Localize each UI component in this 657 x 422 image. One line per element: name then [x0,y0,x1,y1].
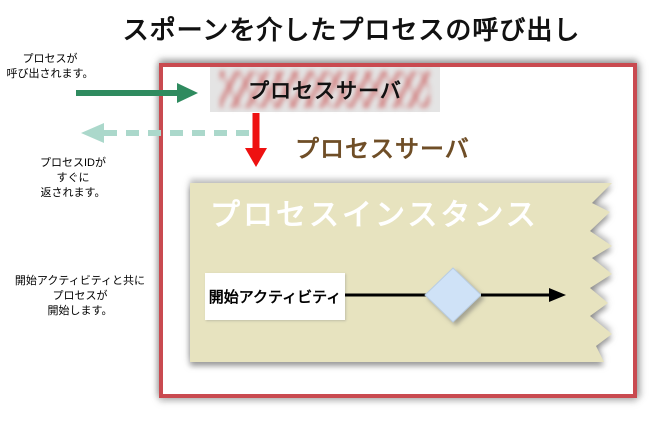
start-activity-box: 開始アクティビティ [205,273,345,320]
process-server-caption: プロセスサーバ [295,136,470,163]
red-scribble-highlight [220,71,430,108]
return-arrow-head-icon [81,123,104,143]
note-process-called: プロセスが 呼び出されます。 [6,53,94,80]
process-server-label: プロセスサーバ [248,79,402,103]
start-activity-label: 開始アクティビティ [208,289,342,306]
process-instance-title: プロセスインスタンス [210,199,539,232]
process-server-boundary [159,63,637,398]
process-server-box: プロセスサーバ [210,67,440,112]
note-process-starts: 開始アクティビティと共に プロセスが 開始します。 [14,275,146,317]
diagram-title: スポーンを介したプロセスの呼び出し [122,15,581,45]
note-process-id-returned: プロセスIDが すぐに 返されます。 [40,157,106,199]
